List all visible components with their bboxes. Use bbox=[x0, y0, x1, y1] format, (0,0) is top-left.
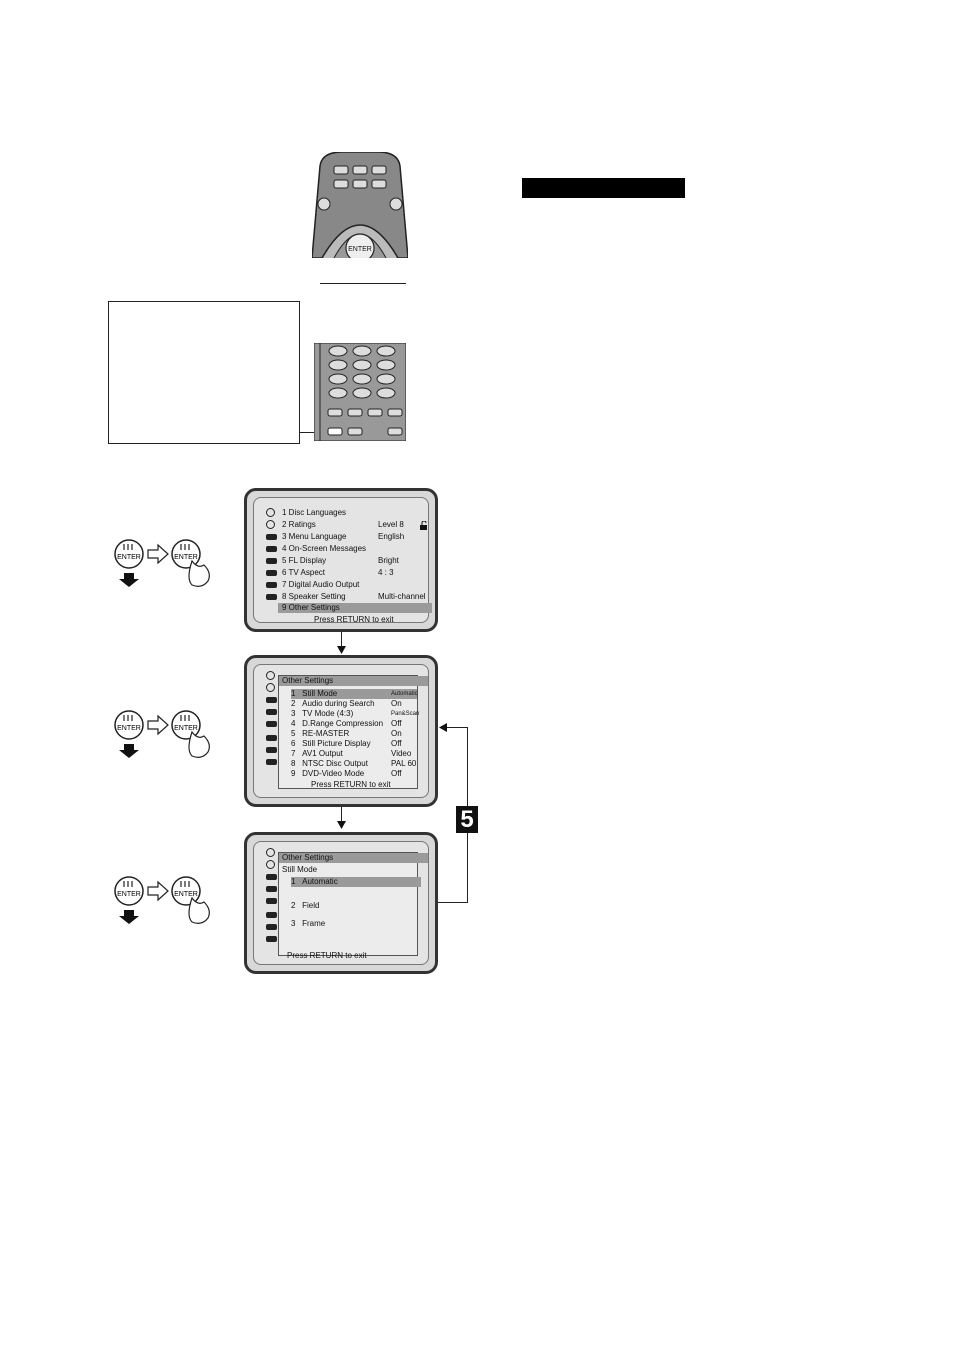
menu-icon bbox=[266, 898, 277, 904]
screen-inner: 1 Disc Languages 2 Ratings Level 8 3 Men… bbox=[253, 497, 432, 624]
down-arrow-icon bbox=[337, 821, 346, 829]
setting-row[interactable]: 9 DVD-Video Mode bbox=[291, 769, 365, 778]
submenu-panel: Other Settings 1 Still Mode Automatic 2 … bbox=[278, 675, 428, 789]
enter-label: ENTER bbox=[174, 554, 198, 561]
menu-icon bbox=[266, 886, 277, 892]
speaker-icon bbox=[266, 759, 277, 765]
enter-label: ENTER bbox=[174, 891, 198, 898]
other-settings-screen: Other Settings 1 Still Mode Automatic 2 … bbox=[244, 655, 438, 807]
disc-icon bbox=[266, 671, 275, 680]
setting-value: PAL 60 bbox=[391, 759, 417, 768]
menu-item[interactable]: 8 Speaker Setting bbox=[282, 592, 346, 601]
menu-item[interactable]: 1 Disc Languages bbox=[282, 508, 347, 517]
menu-icon bbox=[266, 697, 277, 703]
menu-item-value: Level 8 bbox=[378, 520, 404, 529]
setup-menu-screen: 1 Disc Languages 2 Ratings Level 8 3 Men… bbox=[244, 488, 438, 632]
enter-press-group-3: ENTER ENTER bbox=[114, 876, 210, 924]
panel-title: Other Settings bbox=[279, 853, 428, 863]
menu-icon bbox=[266, 534, 277, 540]
loop-line-top bbox=[446, 727, 467, 728]
setting-value: Video bbox=[391, 749, 412, 758]
setting-value: Automatic bbox=[391, 691, 418, 697]
speaker-icon bbox=[266, 936, 277, 942]
menu-item[interactable]: 6 TV Aspect bbox=[282, 568, 325, 577]
setting-row[interactable]: 3 TV Mode (4:3) bbox=[291, 709, 354, 718]
flow-line bbox=[341, 632, 342, 648]
speaker-icon bbox=[266, 747, 277, 753]
setting-value: Off bbox=[391, 769, 402, 778]
screen-footer: Press RETURN to exit bbox=[314, 615, 394, 624]
menu-icon bbox=[266, 546, 277, 552]
screen-inner: Other Settings 1 Still Mode Automatic 2 … bbox=[253, 664, 429, 798]
menu-item-selected[interactable]: 9 Other Settings bbox=[278, 603, 432, 613]
enter-press-group-1: ENTER ENTER bbox=[114, 539, 210, 587]
section-header-bar bbox=[522, 178, 685, 198]
disc-icon bbox=[266, 848, 275, 857]
step-number-badge: 5 bbox=[456, 806, 478, 833]
menu-icon bbox=[266, 721, 277, 727]
menu-icon bbox=[266, 709, 277, 715]
setting-row[interactable]: 7 AV1 Output bbox=[291, 749, 343, 758]
setting-value: Pan&Scan bbox=[391, 711, 420, 717]
down-arrow-icon bbox=[337, 646, 346, 654]
disc-icon bbox=[266, 860, 275, 869]
screen-footer: Press RETURN to exit bbox=[311, 780, 391, 789]
enter-label: ENTER bbox=[117, 891, 141, 898]
setting-row-selected[interactable]: 1 Still Mode bbox=[291, 689, 417, 699]
disc-icon bbox=[266, 508, 275, 517]
setting-value: On bbox=[391, 729, 402, 738]
setting-value: Off bbox=[391, 739, 402, 748]
speaker-icon bbox=[266, 570, 277, 576]
speaker-icon bbox=[266, 582, 277, 588]
menu-item[interactable]: 2 Ratings bbox=[282, 520, 316, 529]
setting-row[interactable]: 5 RE-MASTER bbox=[291, 729, 350, 738]
menu-item[interactable]: 4 On-Screen Messages bbox=[282, 544, 367, 553]
still-mode-screen: Other Settings Still Mode 1 Automatic 2 … bbox=[244, 832, 438, 974]
menu-item-value: 4 : 3 bbox=[378, 568, 394, 577]
disc-icon bbox=[266, 683, 275, 692]
menu-item[interactable]: 3 Menu Language bbox=[282, 532, 347, 541]
setting-value: Off bbox=[391, 719, 402, 728]
screen-footer: Press RETURN to exit bbox=[287, 951, 367, 960]
option-row[interactable]: 2 Field bbox=[291, 901, 320, 910]
menu-item-value: English bbox=[378, 532, 405, 541]
submenu-panel: Other Settings Still Mode 1 Automatic 2 … bbox=[278, 852, 428, 960]
disc-icon bbox=[266, 520, 275, 529]
loop-line-bottom bbox=[438, 902, 467, 903]
speaker-icon bbox=[266, 912, 277, 918]
speaker-icon bbox=[266, 735, 277, 741]
note-box bbox=[108, 301, 300, 444]
menu-item-value: Multi-channel bbox=[378, 592, 426, 601]
setting-row[interactable]: 6 Still Picture Display bbox=[291, 739, 371, 748]
enter-label: ENTER bbox=[174, 725, 198, 732]
flow-line bbox=[341, 807, 342, 823]
callout-underline bbox=[320, 283, 406, 284]
option-row-selected[interactable]: 1 Automatic bbox=[291, 877, 421, 887]
remote-control-buttons bbox=[314, 343, 406, 441]
menu-item[interactable]: 5 FL Display bbox=[282, 556, 327, 565]
menu-icon bbox=[266, 558, 277, 564]
enter-label: ENTER bbox=[117, 554, 141, 561]
menu-icon bbox=[266, 874, 277, 880]
menu-item-value: Bright bbox=[378, 556, 399, 565]
menu-item[interactable]: 7 Digital Audio Output bbox=[282, 580, 360, 589]
option-row[interactable]: 3 Frame bbox=[291, 919, 326, 928]
enter-press-group-2: ENTER ENTER bbox=[114, 710, 210, 758]
setting-value: On bbox=[391, 699, 402, 708]
setting-row[interactable]: 4 D.Range Compression bbox=[291, 719, 384, 728]
enter-label: ENTER bbox=[117, 725, 141, 732]
setting-row[interactable]: 8 NTSC Disc Output bbox=[291, 759, 368, 768]
panel-title: Other Settings bbox=[279, 676, 428, 686]
speaker-icon bbox=[266, 924, 277, 930]
speaker-icon bbox=[266, 594, 277, 600]
lock-icon bbox=[420, 521, 427, 530]
screen-inner: Other Settings Still Mode 1 Automatic 2 … bbox=[253, 841, 429, 965]
left-arrow-icon bbox=[439, 723, 447, 732]
remote-enter-label: ENTER bbox=[348, 246, 372, 253]
setting-row[interactable]: 2 Audio during Search bbox=[291, 699, 375, 708]
remote-control-top: ENTER bbox=[312, 152, 408, 258]
panel-subtitle: Still Mode bbox=[282, 865, 318, 874]
